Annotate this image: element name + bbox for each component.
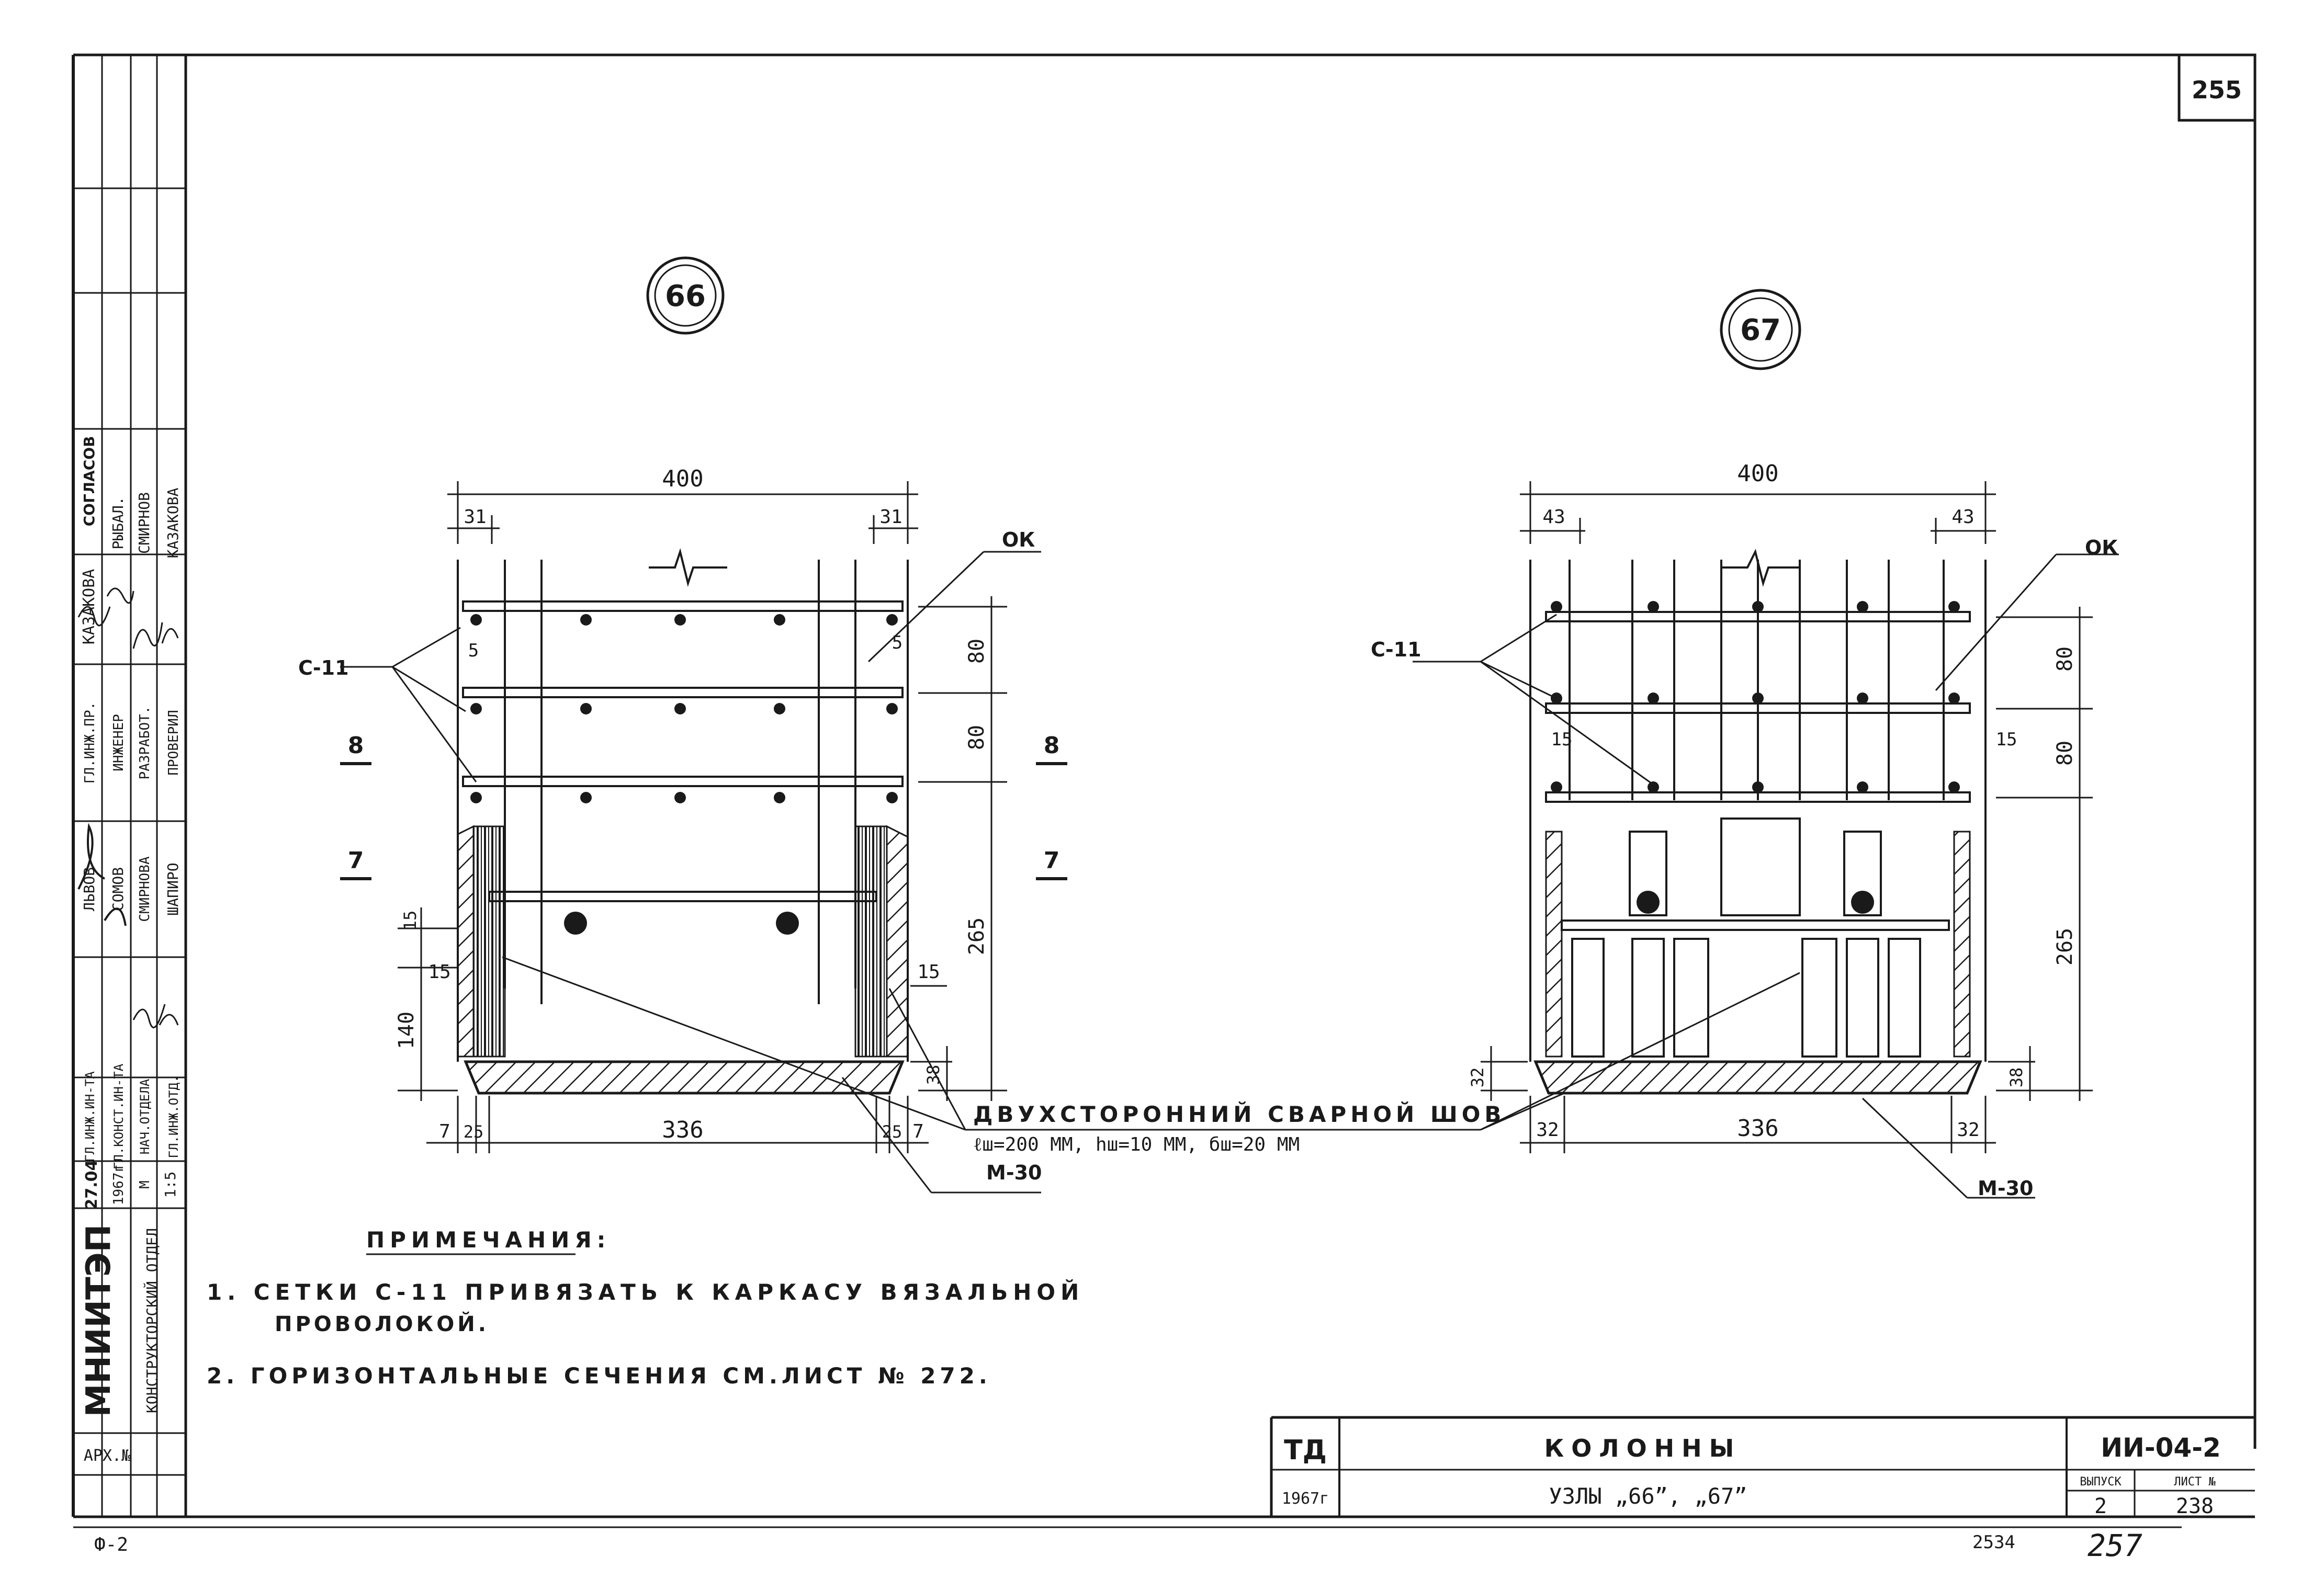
note-item-2: 2. ГОРИЗОНТАЛЬНЫЕ СЕЧЕНИЯ СМ.ЛИСТ № 272. [207, 1363, 991, 1389]
n66-dim-15-a: 15 [400, 911, 420, 931]
n67-bolt: М-30 [1978, 1177, 2033, 1200]
tb-subtitle: УЗЛЫ „66”, „67” [1549, 1483, 1747, 1509]
n67-dim-265: 265 [2053, 928, 2077, 966]
n66-dim-5-right: 5 [892, 632, 902, 653]
n66-dim-31-left: 31 [464, 506, 486, 528]
bottom-number-1: 2534 [1972, 1532, 2015, 1553]
note-item-1-cont: ПРОВОЛОКОЙ. [275, 1311, 489, 1336]
n67-dim-15-right: 15 [1996, 729, 2017, 750]
stamp-name-1-1: СОМОВ [109, 867, 127, 911]
n67-dim-32-left-v: 32 [1468, 1067, 1487, 1088]
page-number-box: 255 [2178, 53, 2257, 122]
n67-dim-32-left: 32 [1536, 1119, 1559, 1141]
tb-sheet-no: 238 [2176, 1494, 2214, 1518]
n66-dim-7-left: 7 [439, 1121, 450, 1142]
n66-ok-label: ОК [1002, 528, 1035, 551]
tb-series: ИИ-04-2 [2101, 1433, 2221, 1463]
n66-cut-7-left: 7 [348, 847, 364, 874]
note-item-1: 1. СЕТКИ С-11 ПРИВЯЗАТЬ К КАРКАСУ ВЯЗАЛЬ… [207, 1279, 1084, 1305]
stamp-org: МНИИТЭП [80, 1224, 118, 1417]
node-66-circle [646, 256, 725, 335]
stamp-name-1-2: СМИРНОВА [137, 856, 153, 922]
n67-dim-400: 400 [1737, 460, 1778, 487]
n66-dim-25-left: 25 [464, 1122, 484, 1142]
tb-issue-label: ВЫПУСК [2080, 1475, 2122, 1489]
n67-dim-80-a: 80 [2053, 646, 2077, 672]
n66-dim-15-right: 15 [917, 961, 940, 983]
weld-note-line2: ℓш=200 ММ, hш=10 ММ, бш=20 ММ [973, 1134, 1300, 1155]
stamp-role-1-0: ГЛ.ИНЖ.ИН-ТА [83, 1071, 97, 1162]
n67-dim-43-right: 43 [1951, 506, 1974, 528]
format-label: Ф-2 [94, 1534, 128, 1555]
n67-dim-80-b: 80 [2053, 741, 2077, 766]
n67-dim-32-right: 32 [1957, 1119, 1979, 1141]
n66-dim-80-a: 80 [965, 639, 989, 664]
title-block: ТД 1967г КОЛОННЫ УЗЛЫ „66”, „67” ИИ-04-2… [1270, 1416, 2255, 1518]
notes-title: ПРИМЕЧАНИЯ: [366, 1227, 611, 1253]
n66-dim-5-left: 5 [468, 640, 479, 661]
bottom-number-2: 257 [2088, 1528, 2142, 1563]
stamp-agreed: СОГЛАСОВ [81, 436, 98, 527]
n66-dim-140: 140 [394, 1012, 419, 1049]
n67-mesh-label: С-11 [1371, 638, 1422, 661]
tb-title: КОЛОННЫ [1544, 1434, 1742, 1462]
stamp-role-2-0: ГЛ.ИНЖ.ПР. [82, 702, 98, 784]
stamp-scale: 1:5 [162, 1172, 179, 1198]
node-66-label: 66 [665, 279, 706, 313]
tb-issue: 2 [2094, 1494, 2107, 1518]
n67-dim-43-left: 43 [1542, 506, 1565, 528]
weld-note-line1: ДВУХСТОРОННИЙ СВАРНОЙ ШОВ [973, 1101, 1505, 1127]
stamp-name-1-3: ШАПИРО [164, 862, 182, 915]
n66-dim-31-right: 31 [879, 506, 902, 528]
stamp-role-1-2: НАЧ.ОТДЕЛА [138, 1078, 152, 1154]
n66-cut-8-left: 8 [348, 732, 364, 759]
n66-dim-7-right: 7 [912, 1121, 924, 1142]
n67-dim-15-left: 15 [1551, 729, 1573, 750]
n67-dim-38: 38 [2006, 1067, 2026, 1088]
stamp-arch-no: АРХ.№ [84, 1447, 131, 1465]
stamp-role-1-3: ГЛ.ИНЖ.ОТД. [166, 1075, 181, 1159]
stamp-role-2-2: РАЗРАБОТ. [137, 706, 153, 780]
n66-dim-80-b: 80 [965, 725, 989, 750]
stamp-name-2-3: КАЗАКОВА [164, 487, 182, 558]
stamp-department: КОНСТРУКТОРСКИЙ ОТДЕЛ [143, 1228, 161, 1413]
n66-bolt: М-30 [986, 1161, 1042, 1184]
notes: ПРИМЕЧАНИЯ: 1. СЕТКИ С-11 ПРИВЯЗАТЬ К КА… [207, 1227, 1084, 1389]
tb-code: ТД [1284, 1435, 1327, 1466]
stamp-role-1-1: ГЛ.КОНСТ.ИН-ТА [111, 1063, 126, 1169]
node-66: 66 400 [298, 256, 1067, 1194]
stamp-name-2-2: СМИРНОВ [136, 492, 153, 554]
node-67-circle [1720, 289, 1801, 370]
node-67-label: 67 [1740, 313, 1781, 347]
weld-note: ДВУХСТОРОННИЙ СВАРНОЙ ШОВ ℓш=200 ММ, hш=… [502, 956, 1800, 1155]
n67-dim-336: 336 [1737, 1115, 1778, 1142]
sheet-frame [72, 53, 2257, 1528]
n66-dim-336: 336 [662, 1117, 703, 1143]
stamp-year: 1967г [111, 1164, 127, 1205]
n66-mesh-label: С-11 [298, 656, 349, 679]
n66-dim-15-b: 15 [428, 961, 450, 983]
n66-dim-400: 400 [662, 465, 703, 492]
tb-year: 1967г [1282, 1490, 1329, 1508]
stamp-scale-label: М [137, 1180, 153, 1189]
n67-ok-label: ОК [2085, 536, 2118, 559]
tb-sheet-label: ЛИСТ № [2174, 1475, 2215, 1489]
node-67: 67 [1371, 289, 2119, 1200]
stamp-name-1-0: ЛЬВОВ [81, 867, 98, 911]
stamp-name-2-1: РЫБАЛ. [109, 496, 127, 549]
side-stamp: СОГЛАСОВ КАЗАКОВА РЫБАЛ. СМИРНОВ КАЗАКОВ… [73, 55, 186, 1517]
page-number: 255 [2192, 76, 2242, 104]
stamp-role-2-3: ПРОВЕРИЛ [166, 710, 182, 775]
stamp-role-2-1: ИНЖЕНЕР [111, 714, 127, 771]
n66-cut-8-right: 8 [1044, 732, 1060, 759]
stamp-date: 27.04 [83, 1160, 101, 1210]
n66-cut-7-right: 7 [1044, 847, 1060, 874]
n66-dim-265: 265 [965, 917, 989, 955]
